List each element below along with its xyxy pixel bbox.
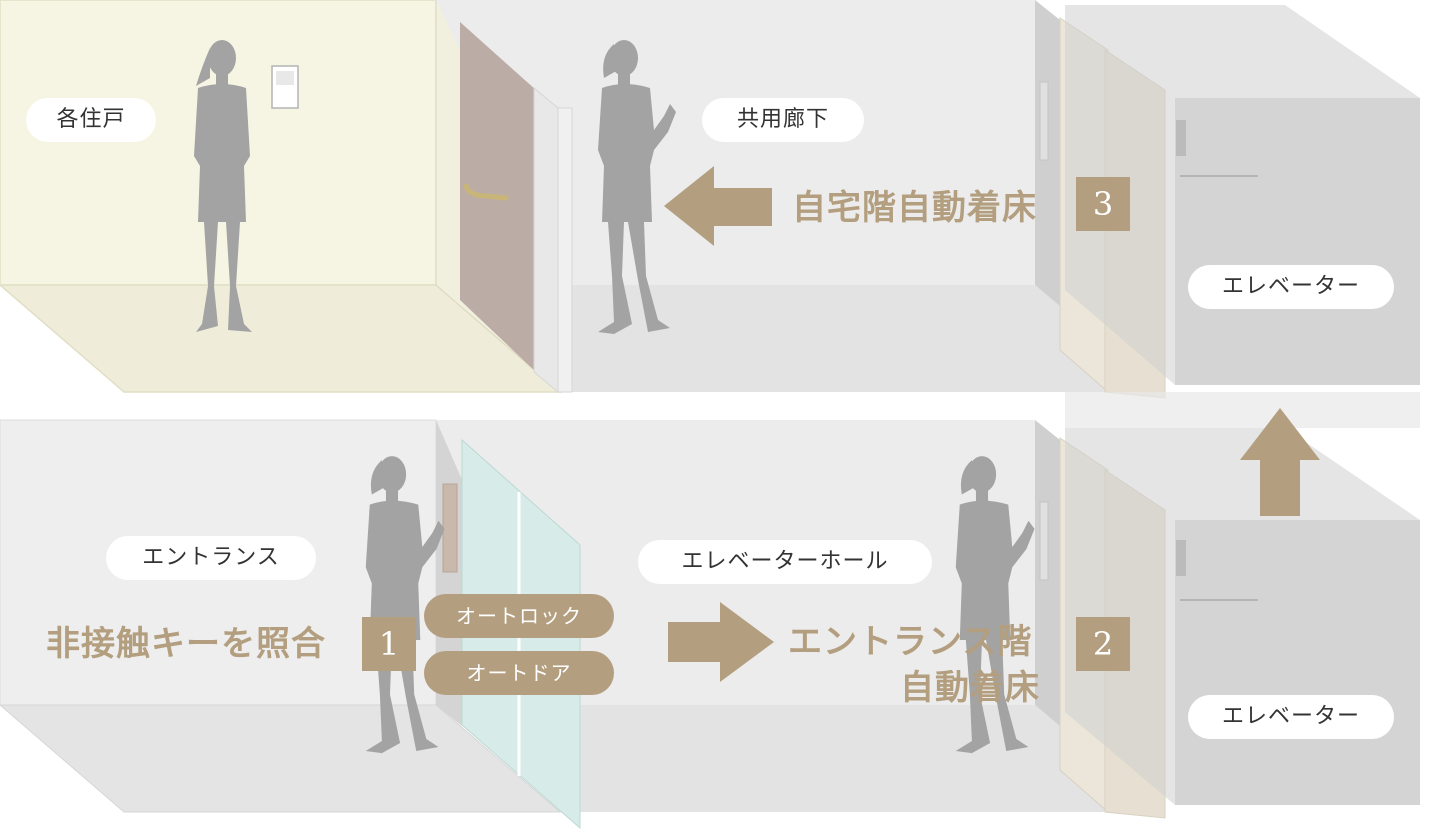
arrow-up-icon <box>1240 408 1320 516</box>
label-corridor: 共用廊下 <box>702 98 864 142</box>
label-elevator-hall: エレベーターホール <box>638 540 932 584</box>
arrow-left-icon <box>664 166 772 246</box>
label-unit: 各住戸 <box>26 98 156 142</box>
step-3-text: 自宅階自動着床 <box>792 188 1037 228</box>
step-1-text: 非接触キーを照合 <box>46 624 326 664</box>
step-2-line2: 自動着床 <box>900 668 1040 708</box>
step-3-badge: 3 <box>1076 177 1130 231</box>
label-elevator-upper: エレベーター <box>1188 265 1394 309</box>
step-2-badge: 2 <box>1076 617 1130 671</box>
label-elevator-lower: エレベーター <box>1188 695 1394 739</box>
autolock-badge: オートロック <box>424 594 614 638</box>
step-1-badge: 1 <box>362 617 416 671</box>
autodoor-badge: オートドア <box>424 651 614 695</box>
step-2-line1: エントランス階 <box>788 622 1033 662</box>
arrow-right-icon <box>668 602 774 682</box>
label-entrance: エントランス <box>106 536 316 580</box>
